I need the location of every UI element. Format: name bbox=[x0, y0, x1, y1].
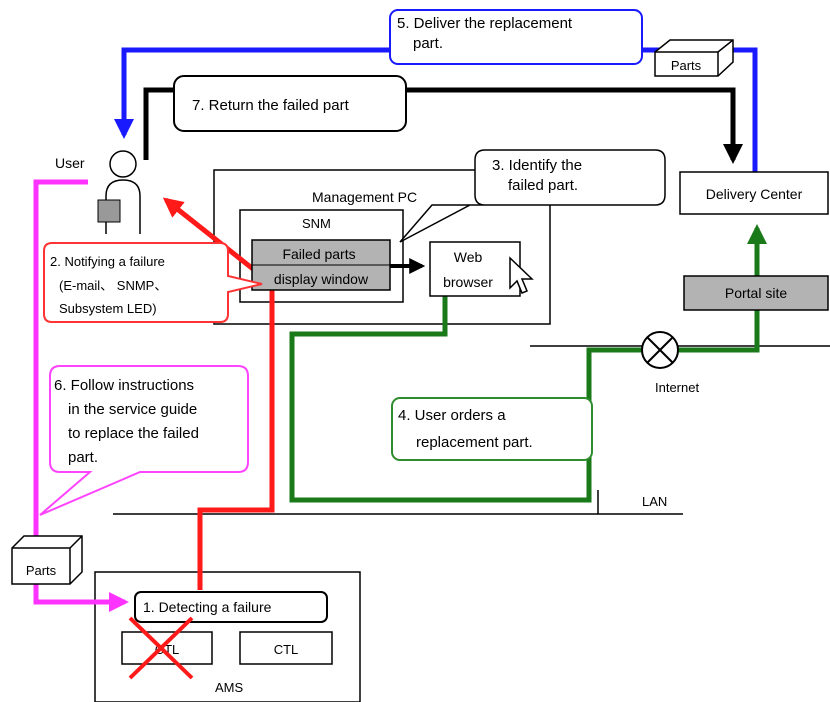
portal-site-label: Portal site bbox=[725, 285, 787, 301]
user-figure-icon bbox=[97, 150, 141, 234]
portal-site-box[interactable] bbox=[683, 275, 829, 311]
snm-label: SNM bbox=[302, 216, 331, 231]
management-pc-label: Management PC bbox=[312, 189, 417, 205]
callout-step4 bbox=[391, 397, 593, 461]
parts-box-left: Parts bbox=[11, 535, 83, 585]
mouse-pointer-icon bbox=[509, 256, 534, 294]
step1-text: 1. Detecting a failure bbox=[143, 599, 272, 615]
step6-line4: part. bbox=[68, 449, 98, 466]
black-return-path bbox=[143, 87, 743, 164]
web-browser-line2: browser bbox=[443, 274, 493, 290]
step6-line1: 6. Follow instructions bbox=[54, 377, 194, 394]
step5-line1: 5. Deliver the replacement bbox=[397, 15, 573, 32]
step3-line2: failed part. bbox=[508, 177, 578, 194]
web-browser-box[interactable] bbox=[429, 241, 521, 297]
callout-step7 bbox=[173, 75, 407, 132]
callout-step2 bbox=[43, 242, 263, 323]
svg-text:2. Notifying a failure (E: 2. Notifying a failure (E-mail、 SNMP、 Su… bbox=[50, 254, 171, 316]
user-label: User bbox=[55, 155, 85, 171]
failed-parts-line1: Failed parts bbox=[282, 246, 355, 262]
svg-text:3. Identify the failed pa: 3. Identify the failed part. bbox=[492, 157, 586, 194]
failed-parts-line2: display window bbox=[274, 271, 369, 287]
delivery-center-label: Delivery Center bbox=[706, 186, 803, 202]
svg-text:5. Deliver the replacement: 5. Deliver the replacement part. bbox=[397, 15, 576, 52]
step7-text: 7. Return the failed part bbox=[192, 97, 350, 114]
svg-text:Web browser: Web browser bbox=[443, 249, 493, 290]
parts-top-label: Parts bbox=[671, 58, 702, 73]
ctl-right-label: CTL bbox=[274, 642, 299, 657]
step2-line2: (E-mail、 SNMP、 bbox=[59, 278, 167, 293]
ctl-right-box bbox=[239, 631, 333, 665]
callout-step5 bbox=[389, 9, 643, 65]
ctl-left-box bbox=[121, 631, 213, 665]
svg-text:Failed parts display windo: Failed parts display window bbox=[274, 246, 369, 287]
internet-label: Internet bbox=[655, 380, 699, 395]
ams-label: AMS bbox=[215, 680, 244, 695]
red-notify-path bbox=[162, 197, 275, 590]
step4-line1: 4. User orders a bbox=[398, 407, 506, 424]
step4-line2: replacement part. bbox=[416, 434, 533, 451]
svg-text:6. Follow instructions in: 6. Follow instructions in the service gu… bbox=[54, 377, 203, 466]
green-order-path bbox=[289, 224, 767, 503]
step6-line2: in the service guide bbox=[68, 401, 197, 418]
web-browser-line1: Web bbox=[454, 249, 483, 265]
parts-left-label: Parts bbox=[26, 563, 57, 578]
step6-line3: to replace the failed bbox=[68, 425, 199, 442]
step2-line3: Subsystem LED) bbox=[59, 301, 157, 316]
internet-router-icon bbox=[641, 331, 679, 369]
svg-text:4. User orders a replaceme: 4. User orders a replacement part. bbox=[398, 407, 533, 451]
parts-box-top: Parts bbox=[654, 39, 734, 77]
delivery-center-box[interactable] bbox=[679, 171, 829, 215]
step2-line1: 2. Notifying a failure bbox=[50, 254, 165, 269]
lan-label: LAN bbox=[642, 494, 667, 509]
callout-step1 bbox=[134, 591, 328, 623]
x-failure-icon bbox=[128, 616, 194, 680]
magenta-replace-path bbox=[33, 179, 129, 612]
callout-step6 bbox=[39, 365, 249, 516]
step5-line2: part. bbox=[413, 35, 443, 52]
callout-step3 bbox=[399, 149, 666, 243]
step3-line1: 3. Identify the bbox=[492, 157, 582, 174]
